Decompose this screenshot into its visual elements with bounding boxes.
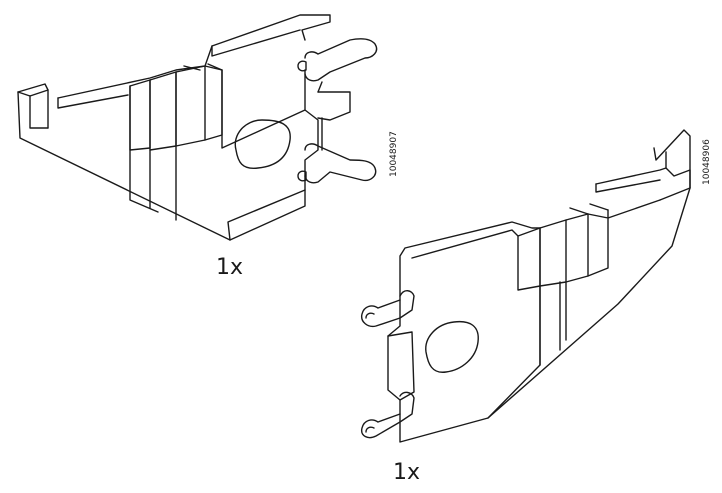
bracket-right-illustration: [361, 129, 691, 443]
part-number-right: 10048906: [702, 139, 712, 185]
part-number-left: 10048907: [389, 131, 399, 177]
quantity-label-left: 1x: [216, 255, 244, 280]
quantity-label-right: 1x: [393, 460, 421, 485]
bracket-left-illustration: [17, 14, 378, 241]
